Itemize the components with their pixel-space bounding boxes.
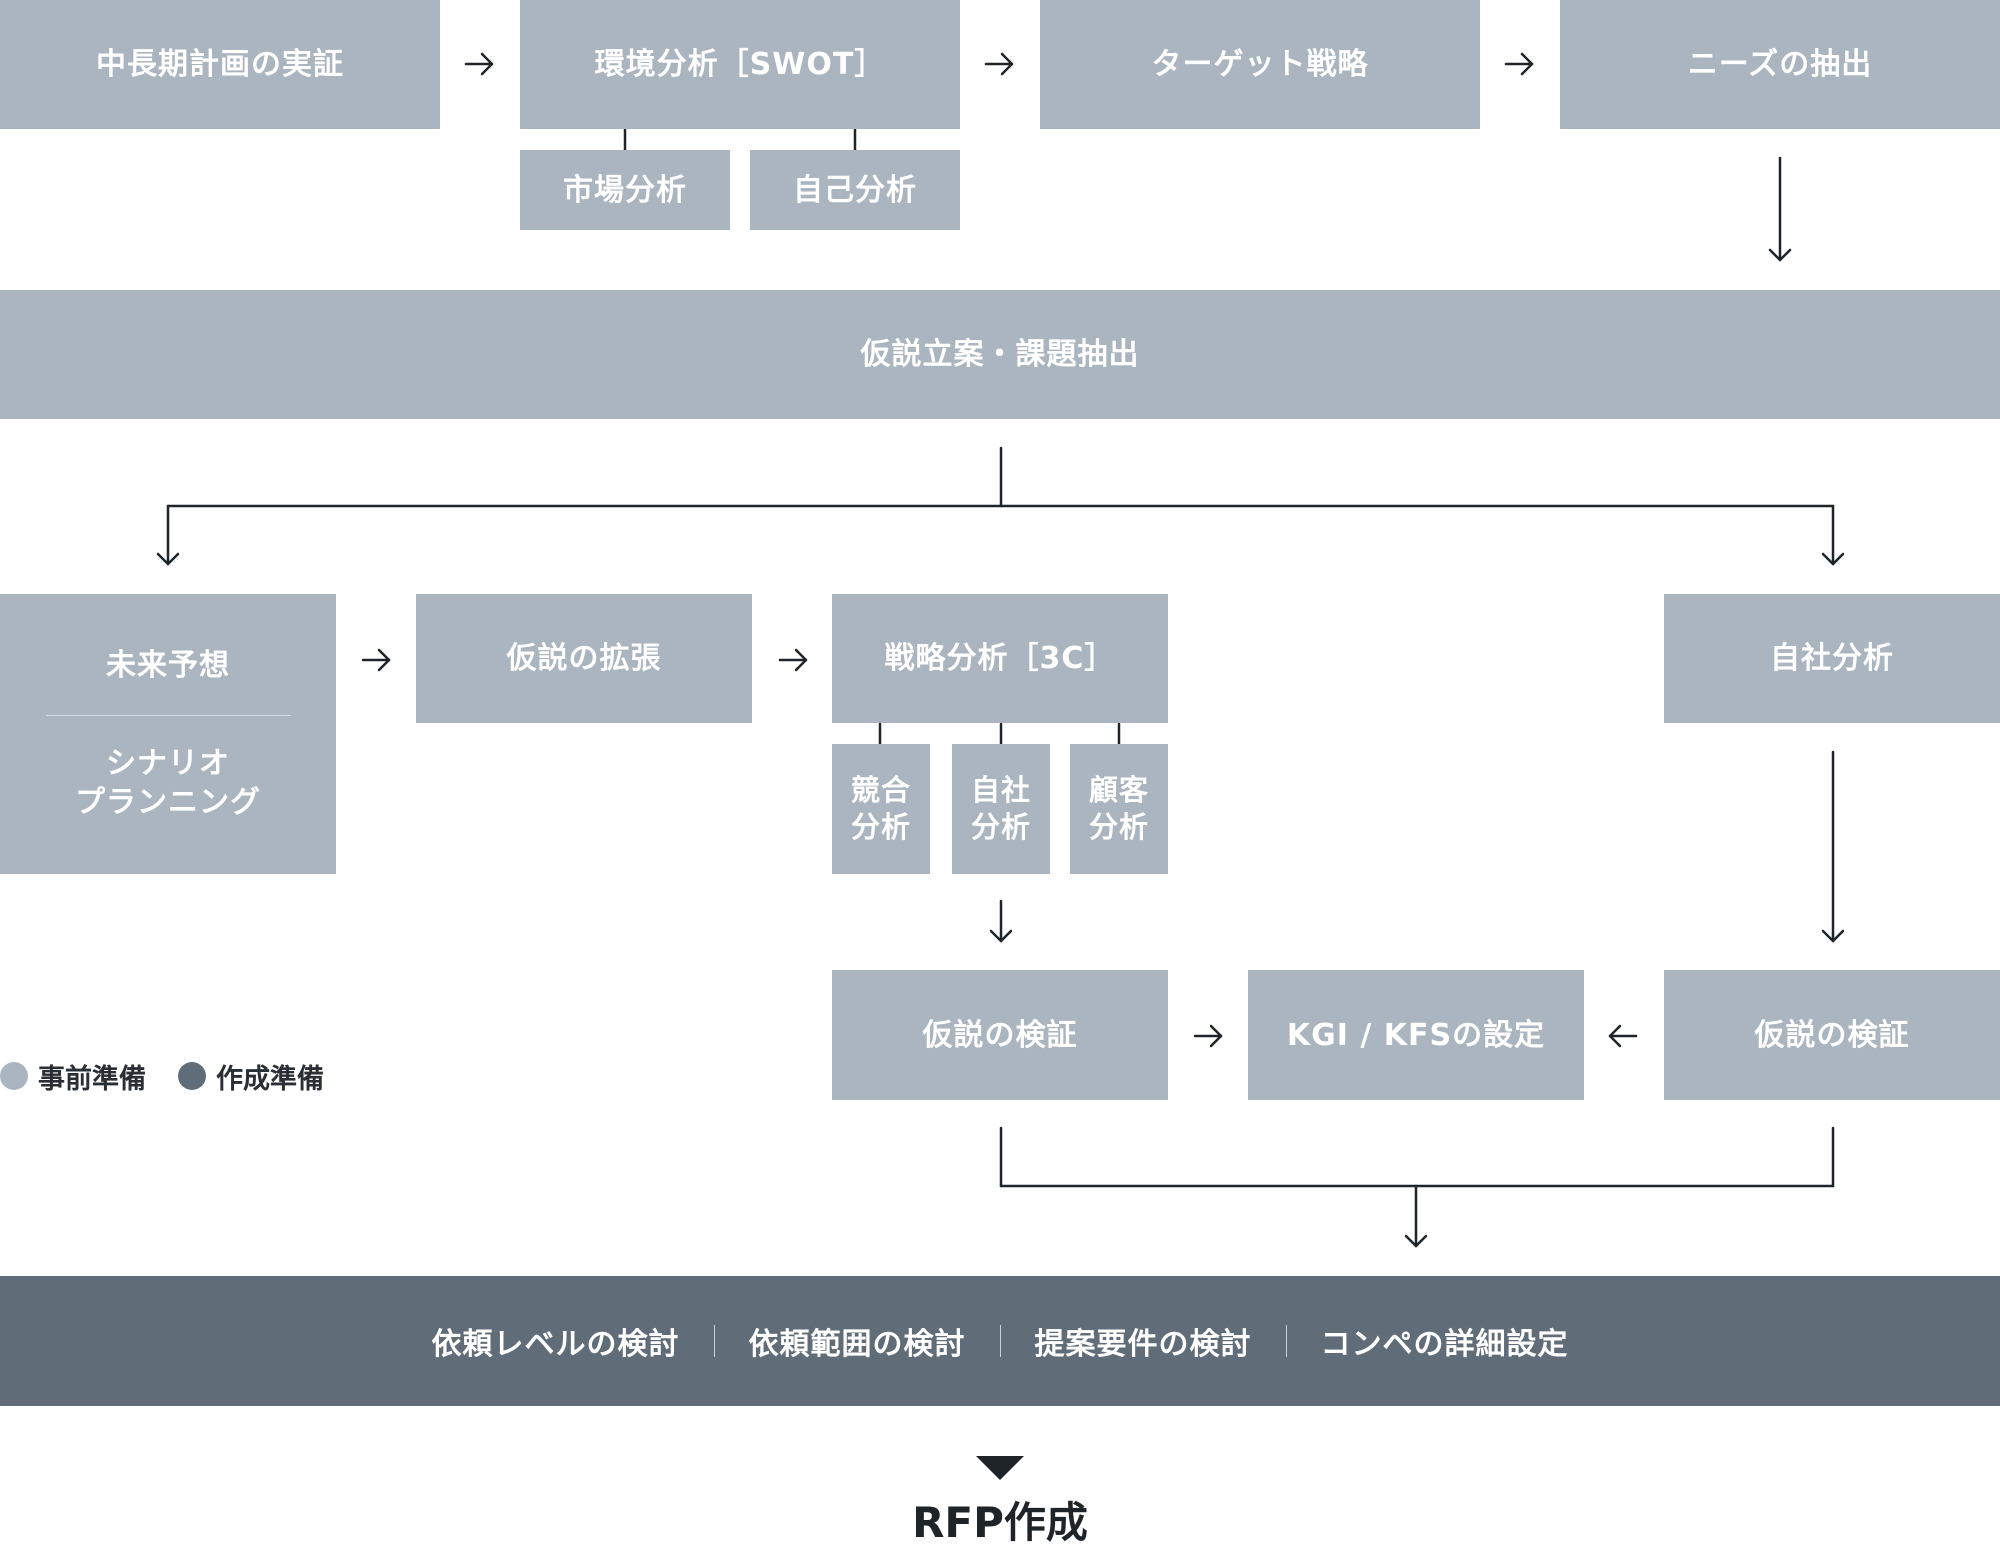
arrow-right-icon xyxy=(361,648,391,672)
competitor-analysis-box: 競合 分析 xyxy=(832,744,930,874)
rfp-creation-title: RFP作成 xyxy=(912,1498,1088,1547)
arrow-down-icon xyxy=(989,899,1013,943)
target-strategy-box: ターゲット戦略 xyxy=(1040,0,1480,129)
scenario-planning-label: シナリオ プランニング xyxy=(75,746,261,820)
competition-details-item: コンペの詳細設定 xyxy=(1320,1327,1569,1362)
divider xyxy=(713,1325,715,1357)
divider xyxy=(1285,1325,1287,1357)
env-analysis-swot-box: 環境分析［SWOT］ xyxy=(520,0,960,129)
legend-dot-icon xyxy=(0,1062,28,1090)
legend-dot-icon xyxy=(178,1062,206,1090)
own-company-analysis-box: 自社 分析 xyxy=(952,744,1050,874)
future-forecast-label: 未来予想 xyxy=(106,648,230,683)
request-level-item: 依頼レベルの検討 xyxy=(431,1327,680,1362)
hypothesis-expansion-box: 仮説の拡張 xyxy=(416,594,752,723)
hypothesis-verification-right-box: 仮説の検証 xyxy=(1664,970,2000,1100)
hypothesis-verification-left-box: 仮説の検証 xyxy=(832,970,1168,1100)
legend-label: 作成準備 xyxy=(216,1063,324,1095)
arrow-down-icon xyxy=(156,504,180,566)
arrow-down-icon xyxy=(1768,156,1792,262)
legend-item-creation-prep: 作成準備 xyxy=(178,1057,324,1096)
kgi-kfs-setting-box: KGI / KFSの設定 xyxy=(1248,970,1584,1100)
customer-analysis-box: 顧客 分析 xyxy=(1070,744,1168,874)
arrow-down-icon xyxy=(1821,504,1845,566)
hypothesis-planning-box: 仮説立案・課題抽出 xyxy=(0,290,2000,419)
legend-label: 事前準備 xyxy=(38,1063,146,1095)
proposal-requirements-item: 提案要件の検討 xyxy=(1034,1327,1252,1362)
divider xyxy=(999,1325,1001,1357)
plan-verification-box: 中長期計画の実証 xyxy=(0,0,440,129)
legend: 事前準備 作成準備 xyxy=(0,1057,356,1096)
arrow-right-icon xyxy=(984,52,1014,76)
legend-item-pre-prep: 事前準備 xyxy=(0,1057,146,1096)
needs-extraction-box: ニーズの抽出 xyxy=(1560,0,2000,129)
arrow-left-icon xyxy=(1608,1024,1638,1048)
arrow-right-icon xyxy=(464,52,494,76)
request-scope-item: 依頼範囲の検討 xyxy=(748,1327,966,1362)
arrow-right-icon xyxy=(778,648,808,672)
market-analysis-box: 市場分析 xyxy=(520,150,730,230)
arrow-down-icon xyxy=(1404,1184,1428,1248)
company-analysis-box: 自社分析 xyxy=(1664,594,2000,723)
creation-prep-bar: 依頼レベルの検討 依頼範囲の検討 提案要件の検討 コンペの詳細設定 xyxy=(0,1276,2000,1406)
self-analysis-box: 自己分析 xyxy=(750,150,960,230)
arrow-down-icon xyxy=(1821,750,1845,943)
arrow-right-icon xyxy=(1193,1024,1223,1048)
divider xyxy=(45,715,291,716)
future-forecast-scenario-box: 未来予想 シナリオ プランニング xyxy=(0,594,336,874)
arrow-right-icon xyxy=(1504,52,1534,76)
strategy-analysis-3c-box: 戦略分析［3C］ xyxy=(832,594,1168,723)
triangle-down-icon xyxy=(976,1456,1024,1480)
